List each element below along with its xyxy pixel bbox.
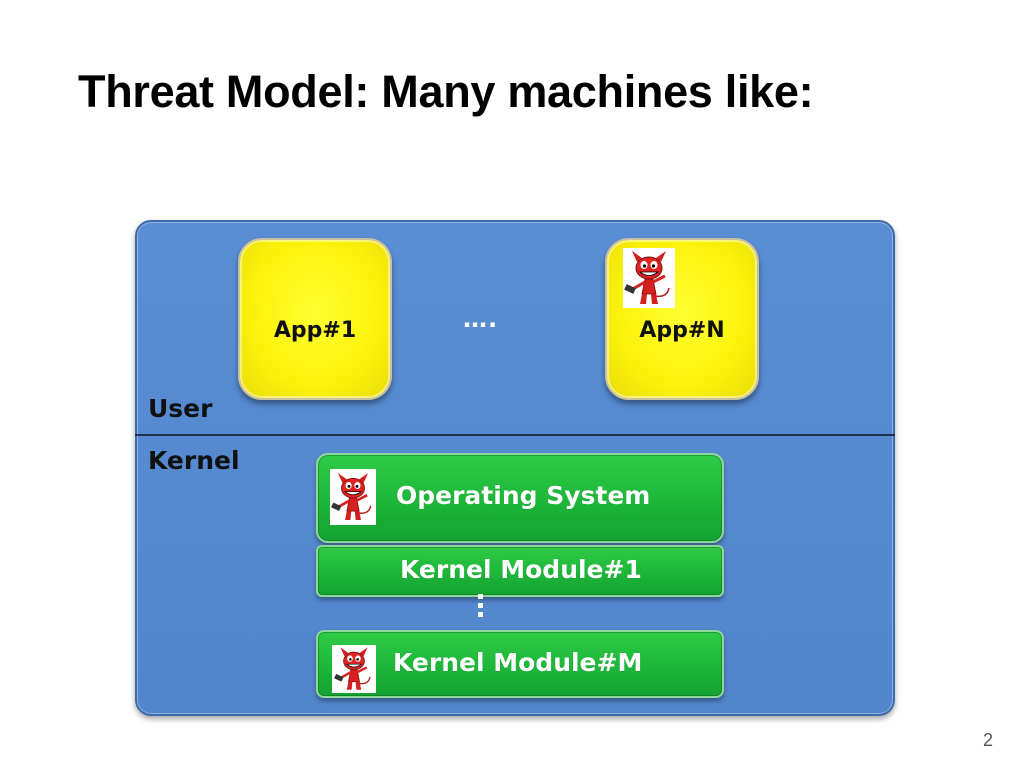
operating-system-label: Operating System [396, 481, 651, 510]
app-1-box [238, 238, 392, 400]
devil-icon [330, 469, 376, 525]
user-layer-label: User [148, 394, 213, 423]
page-number: 2 [983, 730, 994, 750]
modules-vertical-ellipsis [476, 594, 484, 628]
user-kernel-divider [135, 434, 895, 436]
kernel-layer-label: Kernel [148, 446, 240, 475]
kernel-module-1-label: Kernel Module#1 [400, 555, 642, 584]
devil-icon [332, 645, 376, 693]
slide-title: Threat Model: Many machines like: [78, 66, 814, 117]
kernel-module-m-box [316, 630, 724, 698]
kernel-module-1-box [316, 545, 724, 597]
devil-icon [623, 248, 675, 308]
apps-ellipsis: …. [463, 305, 499, 333]
app-n-label: App#N [639, 318, 725, 343]
app-1-label: App#1 [273, 318, 357, 343]
operating-system-box [316, 453, 724, 543]
kernel-module-m-label: Kernel Module#M [393, 648, 643, 677]
